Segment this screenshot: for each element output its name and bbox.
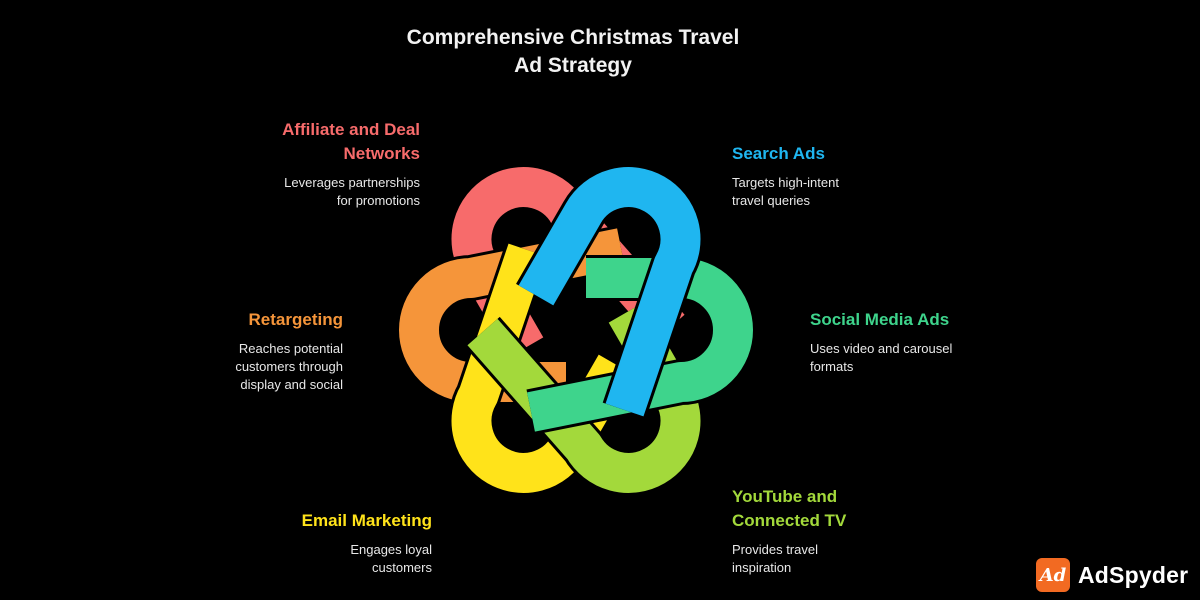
social-heading-line-1: Social Media Ads [810,310,950,329]
email-description: Engages loyal customers [202,541,432,577]
loop-band-email [451,243,634,493]
email-desc-line-2: customers [372,560,432,575]
affiliate-description: Leverages partnerships for promotions [190,174,420,210]
item-youtube-connected-tv: YouTube and Connected TV Provides travel… [732,485,962,577]
loop-band-retarget [399,228,625,402]
retarget-heading: Retargeting [113,308,343,332]
youtube-heading-line-2: Connected TV [732,511,847,530]
loop-search [516,164,704,418]
loop-social [526,255,756,435]
affiliate-desc-line-2: for promotions [336,193,420,208]
loop-email [448,242,636,496]
search-desc-line-2: travel queries [732,193,811,208]
youtube-desc-line-1: Provides travel [732,542,818,557]
loop-affiliate [448,164,687,359]
social-desc-line-1: Uses video and carousel [810,341,953,356]
retarget-description: Reaches potential customers through disp… [113,340,343,394]
social-desc-line-2: formats [810,359,854,374]
item-retargeting: Retargeting Reaches potential customers … [113,308,343,394]
retarget-desc-line-2: customers through [235,359,343,374]
social-heading: Social Media Ads [810,308,1040,332]
retarget-desc-line-1: Reaches potential [238,341,343,356]
diagram-title: Comprehensive Christmas Travel Ad Strate… [0,24,1146,80]
title-line-1: Comprehensive Christmas Travel [406,26,740,49]
affiliate-heading-line-2: Networks [343,144,420,163]
loop-retarget [396,225,626,405]
loop-band-youtube [467,302,701,493]
search-heading-line-1: Search Ads [732,144,825,163]
affiliate-heading-line-1: Affiliate and Deal [282,120,420,139]
retarget-desc-line-3: display and social [240,377,343,392]
item-email-marketing: Email Marketing Engages loyal customers [202,509,432,577]
affiliate-heading: Affiliate and Deal Networks [190,118,420,166]
item-affiliate-networks: Affiliate and Deal Networks Leverages pa… [190,118,420,210]
title-line-2: Ad Strategy [514,54,632,77]
loop-youtube [465,301,704,496]
loop-band-search [518,167,701,417]
email-heading-line-1: Email Marketing [301,511,432,530]
youtube-heading: YouTube and Connected TV [732,485,962,533]
email-desc-line-1: Engages loyal [350,542,432,557]
loop-band-social [527,258,753,432]
search-heading: Search Ads [732,142,962,166]
adspyder-logo: Ad AdSpyder [1036,557,1188,593]
youtube-desc-line-2: inspiration [732,560,792,575]
email-heading: Email Marketing [202,509,432,533]
adspyder-logo-text: AdSpyder [1078,561,1189,588]
retarget-heading-line-1: Retargeting [248,310,343,329]
social-description: Uses video and carousel formats [810,340,1040,376]
youtube-heading-line-1: YouTube and [732,487,838,506]
item-search-ads: Search Ads Targets high-intent travel qu… [732,142,962,210]
youtube-description: Provides travel inspiration [732,541,962,577]
affiliate-desc-line-1: Leverages partnerships [284,175,420,190]
search-description: Targets high-intent travel queries [732,174,962,210]
item-social-media-ads: Social Media Ads Uses video and carousel… [810,308,1040,376]
search-desc-line-1: Targets high-intent [732,175,839,190]
adspyder-logo-mark: Ad [1036,558,1070,592]
